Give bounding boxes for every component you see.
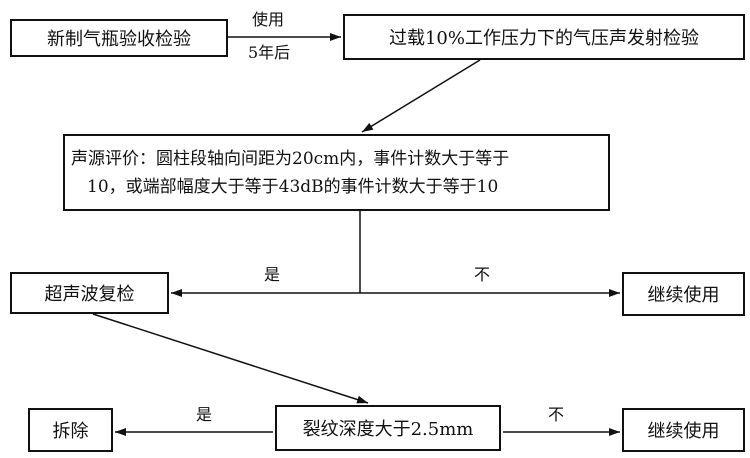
node-continue-use-1: 继续使用	[622, 272, 745, 316]
edge-label-use: 使用	[252, 10, 285, 29]
node-label-line-2: 10，或端部幅度大于等于43dB的事件计数大于等于10	[87, 176, 499, 197]
edge-label-yes-1: 是	[264, 265, 281, 284]
node-new-cylinder-acceptance: 新制气瓶验收检验	[10, 19, 228, 57]
node-label-line-1: 声源评价：圆柱段轴向间距为20cm内，事件计数大于等于	[71, 148, 510, 169]
node-ae-test: 过载10%工作压力下的气压声发射检验	[343, 14, 745, 60]
node-source-evaluation: 声源评价：圆柱段轴向间距为20cm内，事件计数大于等于 10，或端部幅度大于等于…	[63, 134, 610, 211]
node-label: 继续使用	[647, 421, 720, 442]
node-crack-depth: 裂纹深度大于2.5mm	[275, 405, 501, 451]
node-label: 裂纹深度大于2.5mm	[302, 419, 474, 440]
node-label: 新制气瓶验收检验	[47, 29, 191, 50]
arrow-ae-to-eval	[361, 59, 481, 133]
node-continue-use-2: 继续使用	[622, 408, 745, 452]
edge-label-no-2: 不	[548, 405, 565, 424]
edge-label-no-1: 不	[474, 265, 491, 284]
node-remove: 拆除	[28, 408, 113, 452]
node-label: 过载10%工作压力下的气压声发射检验	[388, 28, 699, 49]
node-text-block: 声源评价：圆柱段轴向间距为20cm内，事件计数大于等于 10，或端部幅度大于等于…	[71, 145, 509, 201]
arrow-ultrasonic-to-crack	[92, 313, 369, 404]
edge-label-after-5-years: 5年后	[248, 43, 291, 62]
node-label: 超声波复检	[44, 284, 135, 305]
edge-label-yes-2: 是	[196, 405, 213, 424]
node-ultrasonic-recheck: 超声波复检	[10, 272, 169, 314]
node-label: 继续使用	[647, 285, 720, 306]
node-label: 拆除	[52, 421, 89, 442]
